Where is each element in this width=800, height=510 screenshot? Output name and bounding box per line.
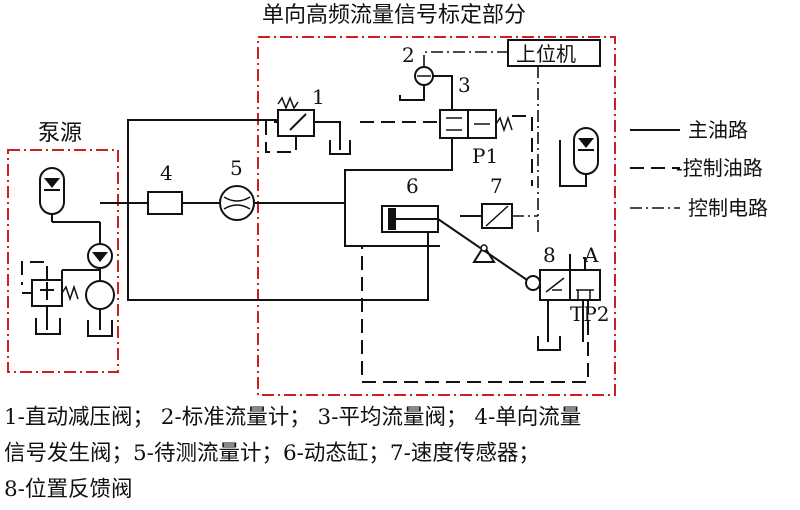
main-oil-line	[100, 119, 453, 301]
caption-line-3: 8-位置反馈阀	[4, 477, 133, 502]
relief-valve	[21, 261, 79, 335]
label-5: 5	[230, 156, 243, 180]
host-computer-label: 上位机	[516, 42, 576, 66]
legend-main-oil-label: 主油路	[688, 118, 748, 142]
calibration-section-title: 单向高频流量信号标定部分	[262, 3, 526, 28]
host-computer-box	[507, 39, 601, 67]
label-p1: P1	[472, 144, 498, 168]
dynamic-cylinder	[381, 205, 439, 233]
label-tp2: TP2	[570, 302, 610, 326]
label-2: 2	[402, 43, 415, 67]
label-a: A	[583, 243, 599, 267]
check-valve	[87, 243, 113, 269]
label-7: 7	[490, 174, 503, 198]
legend-control-oil-label: -控制油路	[676, 156, 763, 180]
calibration-section-boundary	[257, 36, 616, 396]
legend-control-circuit-label: 控制电路	[688, 196, 768, 220]
hydraulic-pump	[85, 280, 115, 337]
position-feedback-valve	[361, 246, 601, 383]
label-6: 6	[406, 174, 419, 198]
direct-acting-pressure-reducing-valve	[265, 95, 351, 155]
caption-line-2: 信号发生阀；5-待测流量计；6-动态缸；7-速度传感器；	[4, 441, 540, 466]
standard-flowmeter	[399, 66, 453, 110]
caption-line-1: 1-直动减压阀； 2-标准流量计； 3-平均流量阀； 4-单向流量	[4, 405, 582, 430]
label-4: 4	[160, 161, 173, 185]
pump-source-boundary	[7, 149, 119, 373]
label-1: 1	[312, 85, 325, 109]
pump-source-title: 泵源	[38, 121, 82, 146]
unidirectional-flow-signal-valve	[147, 191, 183, 215]
accumulator-right	[559, 127, 599, 187]
flowmeter-under-test	[219, 185, 255, 221]
speed-sensor	[460, 203, 538, 229]
accumulator-pump	[39, 167, 100, 223]
label-3: 3	[458, 73, 471, 97]
legend: 主油路 -控制油路 控制电路	[630, 118, 768, 220]
average-flow-valve	[360, 109, 533, 186]
pivot-support	[472, 244, 496, 263]
label-8: 8	[543, 243, 556, 267]
